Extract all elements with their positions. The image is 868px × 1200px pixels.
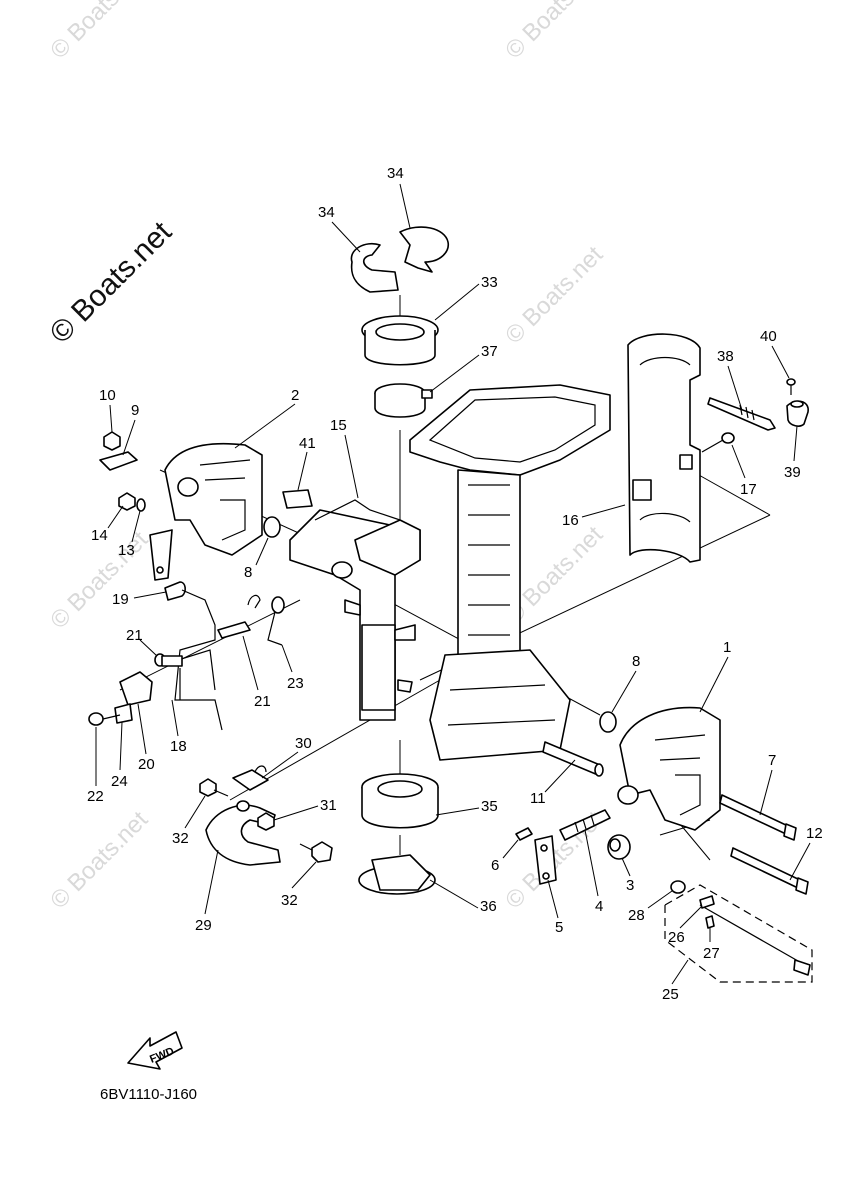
callout-34: 34 — [318, 204, 335, 221]
swivel-bracket — [289, 499, 421, 721]
callout-19: 19 — [112, 591, 129, 608]
washer-13 — [136, 498, 146, 512]
label-plate — [282, 489, 313, 509]
spring-21a — [154, 653, 183, 667]
callout-labels: 1 2 3 4 5 6 7 8 8 9 10 11 12 13 14 15 16… — [87, 165, 823, 1003]
spring-30 — [232, 765, 269, 791]
bolt-4 — [559, 809, 611, 841]
callout-34: 34 — [387, 165, 404, 182]
callout-8: 8 — [632, 653, 640, 670]
plate-5 — [534, 835, 557, 885]
snap-ring-lower — [350, 243, 399, 293]
callout-1: 1 — [723, 639, 731, 656]
bolt-32-left — [199, 778, 229, 797]
callout-14: 14 — [91, 527, 108, 544]
bolt-22 — [88, 712, 121, 726]
callout-38: 38 — [717, 348, 734, 365]
grip-19 — [164, 581, 186, 601]
pin-38 — [707, 397, 776, 431]
callout-6: 6 — [491, 857, 499, 874]
callout-23: 23 — [287, 675, 304, 692]
upper-mount-rubber — [361, 315, 439, 366]
washer-8-left — [263, 516, 281, 538]
lower-mount-rubber — [361, 773, 439, 829]
callout-22: 22 — [87, 788, 104, 805]
callout-37: 37 — [481, 343, 498, 360]
callout-8: 8 — [244, 564, 252, 581]
callout-9: 9 — [131, 402, 139, 419]
callout-39: 39 — [784, 464, 801, 481]
callout-29: 29 — [195, 917, 212, 934]
nut-31 — [257, 812, 275, 831]
knob-39 — [786, 400, 809, 427]
callout-7: 7 — [768, 752, 776, 769]
callout-33: 33 — [481, 274, 498, 291]
fwd-arrow-icon: FWD — [127, 1031, 183, 1070]
callout-12: 12 — [806, 825, 823, 842]
callout-28: 28 — [628, 907, 645, 924]
callout-41: 41 — [299, 435, 316, 452]
callout-13: 13 — [118, 542, 135, 559]
plate-9 — [99, 451, 138, 471]
watermark: © Boats.net — [500, 0, 608, 64]
plate-24 — [114, 703, 133, 724]
callout-21: 21 — [126, 627, 143, 644]
callout-36: 36 — [480, 898, 497, 915]
callout-18: 18 — [170, 738, 187, 755]
watermark: © Boats.net — [45, 806, 153, 914]
bolt-17 — [701, 432, 735, 453]
upper-casing — [409, 384, 611, 761]
callout-10: 10 — [99, 387, 116, 404]
spring-21b — [217, 594, 261, 639]
screw-40 — [786, 378, 796, 395]
bolt-32-right — [299, 841, 333, 863]
snap-ring-upper — [399, 226, 450, 273]
callout-15: 15 — [330, 417, 347, 434]
clamp-bracket-left — [164, 442, 263, 556]
block-20 — [119, 671, 153, 706]
callout-26: 26 — [668, 929, 685, 946]
bolt-7 — [719, 794, 797, 841]
callout-32: 32 — [172, 830, 189, 847]
tilt-tube — [542, 741, 604, 777]
tilt-lever-plate — [149, 529, 173, 581]
callout-16: 16 — [562, 512, 579, 529]
callout-4: 4 — [595, 898, 603, 915]
lever-group-25 — [664, 880, 813, 983]
plate-36 — [358, 854, 436, 895]
knob-3 — [607, 834, 631, 860]
watermark: © Boats.net — [45, 0, 153, 64]
callout-20: 20 — [138, 756, 155, 773]
drawing-code: 6BV1110-J160 — [100, 1086, 197, 1103]
nut-10 — [103, 431, 121, 451]
rear-cover — [627, 333, 701, 563]
callout-25: 25 — [662, 986, 679, 1003]
callout-5: 5 — [555, 919, 563, 936]
watermark: © Boats.net — [500, 241, 608, 349]
callout-2: 2 — [291, 387, 299, 404]
washer-8-right — [599, 711, 617, 733]
callout-24: 24 — [111, 773, 128, 790]
callout-27: 27 — [703, 945, 720, 962]
callout-31: 31 — [320, 797, 337, 814]
nut-14 — [118, 492, 136, 511]
clamp-band — [374, 383, 433, 418]
pin-6 — [515, 827, 533, 841]
spring-23 — [267, 596, 285, 646]
callout-35: 35 — [481, 798, 498, 815]
clamp-bracket-right — [617, 706, 721, 831]
callout-32: 32 — [281, 892, 298, 909]
rod-18 — [174, 589, 223, 731]
bolt-12 — [730, 847, 809, 895]
callout-21: 21 — [254, 693, 271, 710]
callout-11: 11 — [530, 790, 546, 807]
callout-17: 17 — [740, 481, 757, 498]
watermark-brand: © Boats.net — [44, 215, 179, 350]
callout-40: 40 — [760, 328, 777, 345]
callout-30: 30 — [295, 735, 312, 752]
callout-3: 3 — [626, 877, 634, 894]
